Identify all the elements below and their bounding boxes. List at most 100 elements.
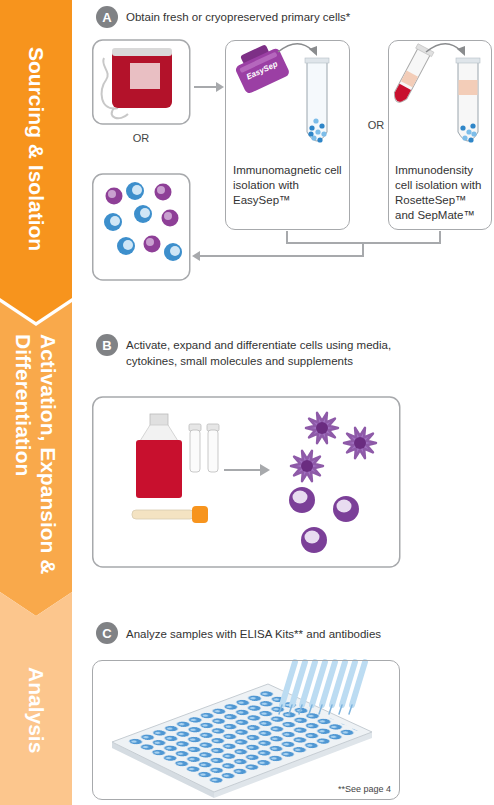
blood-bag-box — [93, 40, 190, 124]
or-label: OR — [364, 118, 388, 132]
culture-box — [93, 397, 400, 567]
curved-arrow — [426, 44, 465, 56]
sepmate-tube — [456, 58, 480, 143]
cells — [155, 184, 172, 201]
step-heading: Obtain fresh or cryopreserved primary ce… — [126, 9, 486, 25]
analysis-box: **See page 4 — [92, 660, 400, 800]
media-bottle — [136, 440, 182, 498]
pipette-tips — [279, 662, 365, 714]
magnet — [234, 47, 290, 94]
tilted-tube — [401, 71, 418, 88]
box-text: **See page 4 — [338, 784, 391, 795]
tilted-tube — [389, 44, 434, 106]
step-letter: B — [102, 339, 111, 352]
flow-arrow — [224, 464, 270, 476]
sepmate-tube — [459, 80, 478, 95]
flow-arrow — [260, 464, 270, 476]
cells — [162, 210, 179, 227]
curved-arrow — [278, 44, 317, 56]
blood-bag-box — [93, 40, 190, 124]
sepmate-tube — [460, 125, 465, 130]
differentiated-cells — [301, 527, 327, 553]
curved-arrow — [309, 46, 317, 56]
box-text: Immunodensity cell isolation with Rosett… — [395, 163, 486, 223]
method-box: Immunomagnetic cell isolation with EasyS… — [225, 40, 350, 230]
box-text: Immunomagnetic cell isolation with EasyS… — [233, 163, 343, 208]
media-bottle — [136, 414, 182, 498]
media-bottle — [150, 414, 168, 426]
band-shape — [0, 0, 72, 322]
step-badge: C — [96, 622, 118, 644]
tube — [308, 131, 313, 136]
step-letter: C — [102, 627, 111, 640]
band-shape — [0, 302, 72, 616]
curved-arrow — [457, 46, 465, 56]
flow-arrow — [194, 86, 216, 88]
sepmate-tube — [462, 135, 467, 140]
step-badge: A — [96, 6, 118, 28]
or-label: OR — [129, 131, 153, 145]
supplement-tube — [132, 510, 194, 519]
stage-band: Sourcing & Isolation — [0, 0, 72, 322]
flow-arrow — [216, 82, 224, 92]
cells-box — [93, 174, 190, 280]
tube — [321, 131, 326, 136]
tube — [305, 58, 329, 63]
cells — [104, 213, 122, 231]
supplement-tube — [132, 506, 208, 523]
pipette-tips — [282, 662, 365, 705]
magnet — [231, 40, 291, 95]
sepmate-tube — [466, 129, 471, 134]
stage-band: Analysis — [0, 592, 72, 805]
cells — [104, 182, 182, 261]
tilted-tube — [392, 84, 411, 105]
differentiated-cells — [289, 413, 376, 553]
blood-bag — [112, 48, 172, 108]
sepmate-tube — [470, 123, 475, 128]
sepmate-tube — [456, 58, 480, 63]
band-shape — [0, 302, 72, 616]
tube — [305, 58, 329, 143]
vials — [189, 424, 219, 472]
tube — [313, 118, 318, 123]
curved-arrow — [426, 44, 461, 52]
cells-box — [93, 174, 190, 280]
band-shape — [0, 592, 72, 805]
stage-title: Activation, Expansion & Differentiation — [11, 334, 61, 584]
step-heading: Analyze samples with ELISA Kits** and an… — [126, 626, 486, 642]
vials — [208, 430, 218, 472]
differentiated-cells — [333, 496, 359, 522]
merge-bracket — [192, 231, 440, 261]
method-box: Immunodensity cell isolation with Rosett… — [388, 40, 492, 230]
stage-title: Sourcing & Isolation — [24, 47, 49, 251]
blood-bag — [112, 48, 172, 56]
tilted-tube — [416, 44, 434, 57]
merge-bracket — [287, 231, 440, 243]
tilted-tube — [391, 48, 430, 105]
differentiated-cells — [291, 451, 323, 481]
sepmate-tube — [471, 131, 476, 136]
cells — [164, 243, 182, 261]
stage-band: Activation, Expansion & Differentiation — [0, 302, 72, 616]
step-heading: Activate, expand and differentiate cells… — [126, 337, 426, 369]
blood-bag — [102, 48, 172, 118]
cells — [134, 205, 152, 223]
merge-bracket — [200, 243, 363, 256]
supplement-tube — [192, 506, 208, 523]
merge-bracket — [192, 251, 200, 261]
differentiated-cells — [344, 428, 376, 458]
step-letter: A — [102, 11, 111, 24]
curved-arrow — [278, 44, 313, 52]
cells — [117, 237, 135, 255]
blood-bag — [130, 63, 160, 89]
tube — [307, 62, 327, 141]
pipette-tips — [279, 705, 352, 714]
tube — [317, 137, 322, 142]
tube — [319, 123, 324, 128]
tube — [309, 125, 314, 130]
vials — [190, 430, 200, 472]
sepmate-tube — [458, 62, 478, 141]
